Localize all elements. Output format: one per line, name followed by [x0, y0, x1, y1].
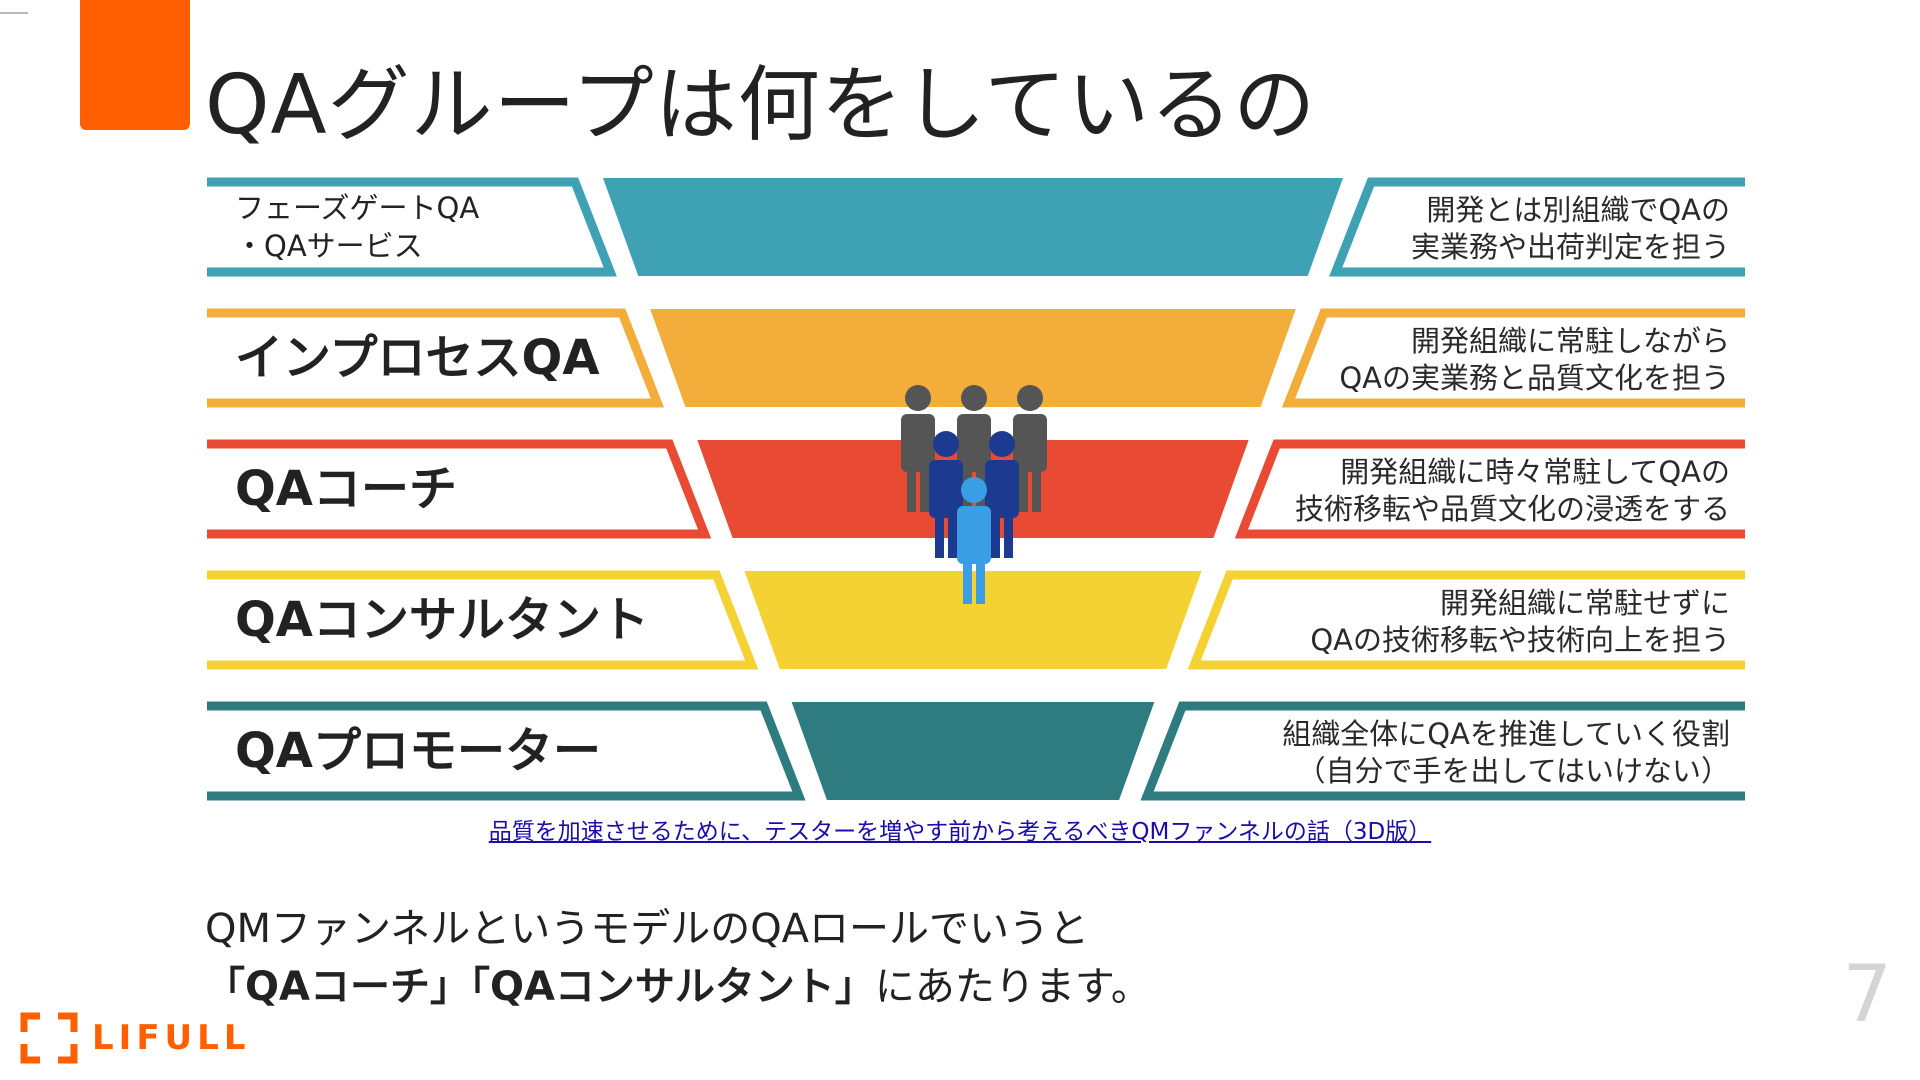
left-label-5: QAプロモーター — [235, 723, 601, 779]
left-label-1-line-2: ・QAサービス — [235, 229, 423, 263]
logo-text: LIFULL — [92, 1018, 251, 1058]
logo-bracket-icon — [20, 1012, 78, 1064]
left-panel-2 — [207, 308, 665, 408]
left-label-1-line-1: フェーズゲートQA — [235, 191, 479, 225]
page-number: 7 — [1842, 950, 1892, 1040]
qm-funnel-diagram: フェーズゲートQA ・QAサービス 開発とは別組織でQAの実業務や出荷判定を担うイン… — [207, 177, 1745, 801]
right-panel-5 — [1140, 701, 1745, 801]
left-panel-5 — [207, 701, 806, 801]
right-label-2-line-2: QAの実業務と品質文化を担う — [1339, 361, 1730, 395]
right-panel-3 — [1234, 439, 1745, 539]
right-panel-2 — [1281, 308, 1745, 408]
body-line-1: QMファンネルというモデルのQAロールでいうと — [205, 906, 1090, 952]
slide-title: QAグループは何をしているの — [205, 58, 1317, 153]
left-panel-1 — [207, 177, 617, 277]
body-line-2: 「QAコーチ」「QAコンサルタント」にあたります。 — [205, 958, 1151, 1016]
right-label-3-line-1: 開発組織に時々常駐してQAの — [1340, 455, 1730, 489]
right-label-4-line-2: QAの技術移転や技術向上を担う — [1310, 623, 1730, 657]
corner-dash — [0, 12, 28, 14]
left-panel-3 — [207, 439, 712, 539]
funnel-tier-1 — [603, 178, 1343, 276]
body-line-2-rest: にあたります。 — [874, 964, 1151, 1010]
right-label-1-line-1: 開発とは別組織でQAの — [1426, 193, 1730, 227]
right-label-5-line-2: （自分で手を出してはいけない） — [1296, 754, 1730, 788]
body-text: QMファンネルというモデルのQAロールでいうと 「QAコーチ」「QAコンサルタン… — [205, 900, 1151, 1016]
right-panel-4 — [1187, 570, 1745, 670]
title-accent-block — [80, 0, 190, 130]
right-label-5-line-1: 組織全体にQAを推進していく役割 — [1282, 717, 1730, 751]
right-label-2-line-1: 開発組織に常駐しながら — [1411, 324, 1730, 358]
right-label-4-line-1: 開発組織に常駐せずに — [1440, 586, 1730, 620]
right-label-3-line-2: 技術移転や品質文化の浸透をする — [1295, 492, 1730, 526]
left-label-2: インプロセスQA — [235, 330, 600, 386]
right-panel-1 — [1329, 177, 1745, 277]
source-link[interactable]: 品質を加速させるために、テスターを増やす前から考えるべきQMファンネルの話（3D… — [488, 819, 1432, 845]
body-line-2-emphasis: 「QAコーチ」「QAコンサルタント」 — [205, 964, 875, 1010]
left-label-3: QAコーチ — [235, 461, 457, 517]
people-group-icon — [901, 385, 1047, 604]
right-label-1-line-2: 実業務や出荷判定を担う — [1411, 230, 1730, 264]
left-panel-4 — [207, 570, 759, 670]
funnel-tier-4 — [744, 571, 1202, 669]
lifull-logo: LIFULL — [20, 1012, 250, 1064]
left-label-4: QAコンサルタント — [235, 592, 649, 648]
funnel-tier-5 — [791, 702, 1155, 800]
funnel-tier-2 — [650, 309, 1296, 407]
